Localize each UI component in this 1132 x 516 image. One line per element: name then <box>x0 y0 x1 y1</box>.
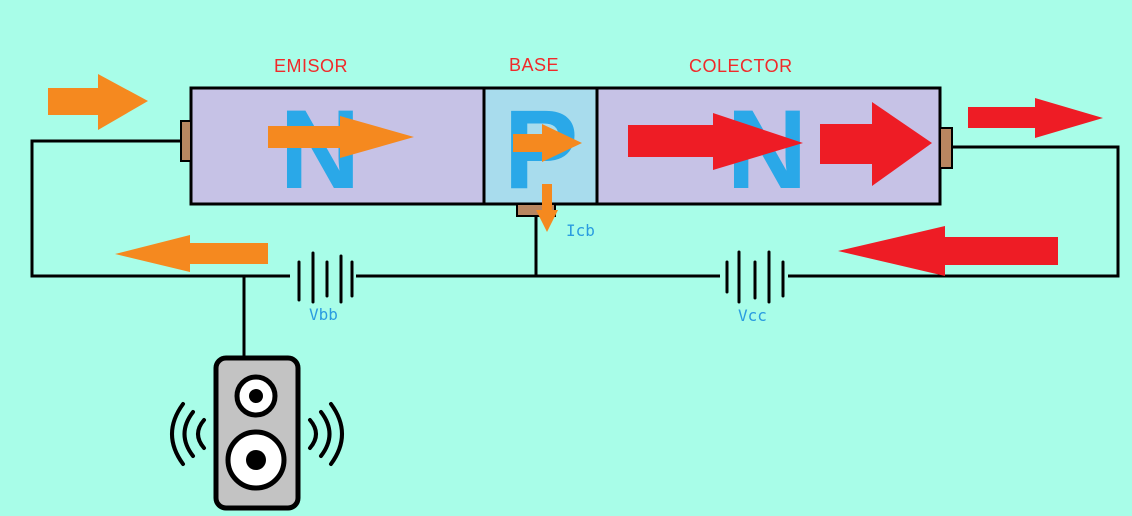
base-current-label: Icb <box>566 221 595 240</box>
collector-label: COLECTOR <box>689 56 793 76</box>
collector-terminal <box>939 127 953 169</box>
arrow-icon <box>968 98 1103 138</box>
circuit-wires <box>30 139 1120 360</box>
emitter-label: EMISOR <box>274 56 349 76</box>
speaker-icon <box>213 355 301 511</box>
battery-icon <box>290 251 356 304</box>
arrow-icon <box>536 184 558 232</box>
collector-battery-label: Vcc <box>738 306 767 325</box>
left-wire <box>30 139 1120 278</box>
arrow-icon <box>838 226 1058 276</box>
collector-current-arrows <box>628 98 1103 276</box>
sound-wave-icon <box>170 402 344 466</box>
arrow-icon <box>115 235 268 272</box>
emitter-terminal <box>180 120 192 162</box>
arrow-icon <box>820 102 932 186</box>
arrow-icon <box>628 113 803 170</box>
arrow-icon <box>268 116 414 158</box>
base-battery-label: Vbb <box>309 305 338 324</box>
battery-icon <box>720 250 788 304</box>
arrow-icon <box>48 74 148 130</box>
emitter-current-arrows <box>48 74 582 272</box>
base-label: BASE <box>509 55 560 75</box>
arrow-icon <box>513 124 582 162</box>
